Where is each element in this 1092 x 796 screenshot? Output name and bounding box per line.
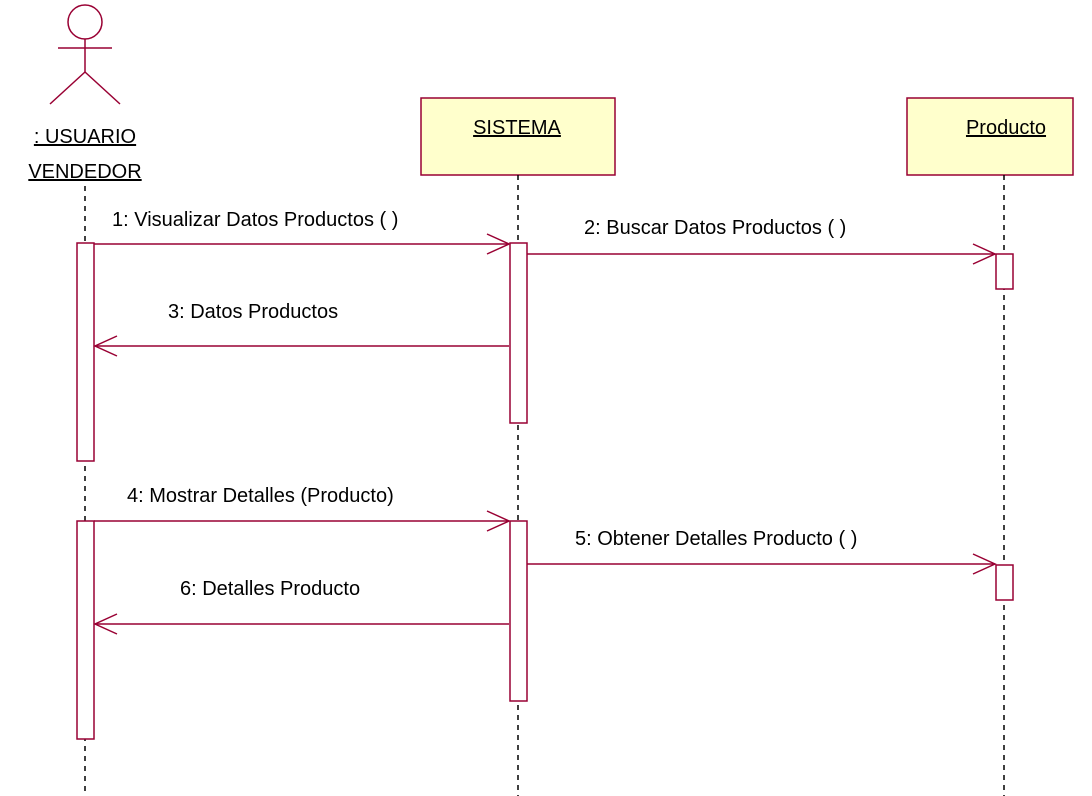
actor-icon: [49, 4, 121, 105]
actor-label-line1: : USUARIO: [34, 126, 136, 148]
activation-usuario-1: [76, 242, 95, 462]
message-label-2: 2: Buscar Datos Productos ( ): [584, 217, 846, 239]
object-box-sistema[interactable]: [420, 97, 616, 176]
object-box-producto[interactable]: [906, 97, 1074, 176]
message-arrow-6[interactable]: [93, 613, 509, 635]
activation-sistema-2: [509, 520, 528, 702]
activation-usuario-2: [76, 520, 95, 740]
message-arrow-5[interactable]: [527, 553, 997, 575]
actor-label-line2: VENDEDOR: [28, 161, 141, 183]
message-arrow-3[interactable]: [93, 335, 509, 357]
message-arrow-4[interactable]: [94, 510, 511, 532]
message-label-5: 5: Obtener Detalles Producto ( ): [575, 528, 857, 550]
object-label-producto: Producto: [966, 117, 1046, 139]
message-arrow-2[interactable]: [527, 243, 997, 265]
message-arrow-1[interactable]: [94, 233, 511, 255]
activation-producto-1: [995, 253, 1014, 290]
message-label-4: 4: Mostrar Detalles (Producto): [127, 485, 394, 507]
object-label-sistema: SISTEMA: [473, 117, 561, 139]
activation-producto-2: [995, 564, 1014, 601]
activation-sistema-1: [509, 242, 528, 424]
message-label-3: 3: Datos Productos: [168, 301, 338, 323]
message-label-1: 1: Visualizar Datos Productos ( ): [112, 209, 398, 231]
message-label-6: 6: Detalles Producto: [180, 578, 360, 600]
